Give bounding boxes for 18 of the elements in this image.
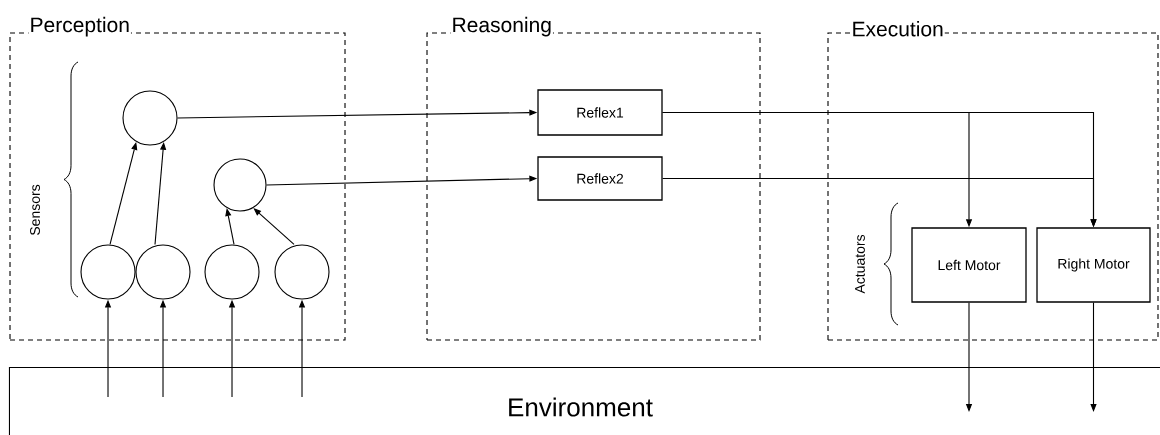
reflex-box: Reflex2	[537, 156, 663, 201]
group-label: Actuators	[855, 234, 865, 294]
environment-band: Environment	[8, 366, 1160, 435]
sensor-circle	[204, 244, 260, 300]
arrow	[225, 208, 235, 245]
group-label: Sensors	[30, 184, 40, 236]
sensor-circle	[213, 158, 267, 212]
group-heading: Reasoning	[450, 15, 553, 38]
sensor-circle	[122, 90, 178, 146]
sensor-circle	[135, 244, 191, 300]
reflex-box: Reflex1	[537, 89, 663, 136]
arrow	[253, 208, 295, 245]
sensor-circle	[274, 244, 330, 300]
group-heading: Execution	[850, 20, 945, 38]
motor-box: Right Motor	[1036, 227, 1151, 303]
sensor-circle	[80, 244, 136, 300]
group-heading: Perception	[28, 15, 131, 38]
motor-box: Left Motor	[911, 227, 1027, 303]
